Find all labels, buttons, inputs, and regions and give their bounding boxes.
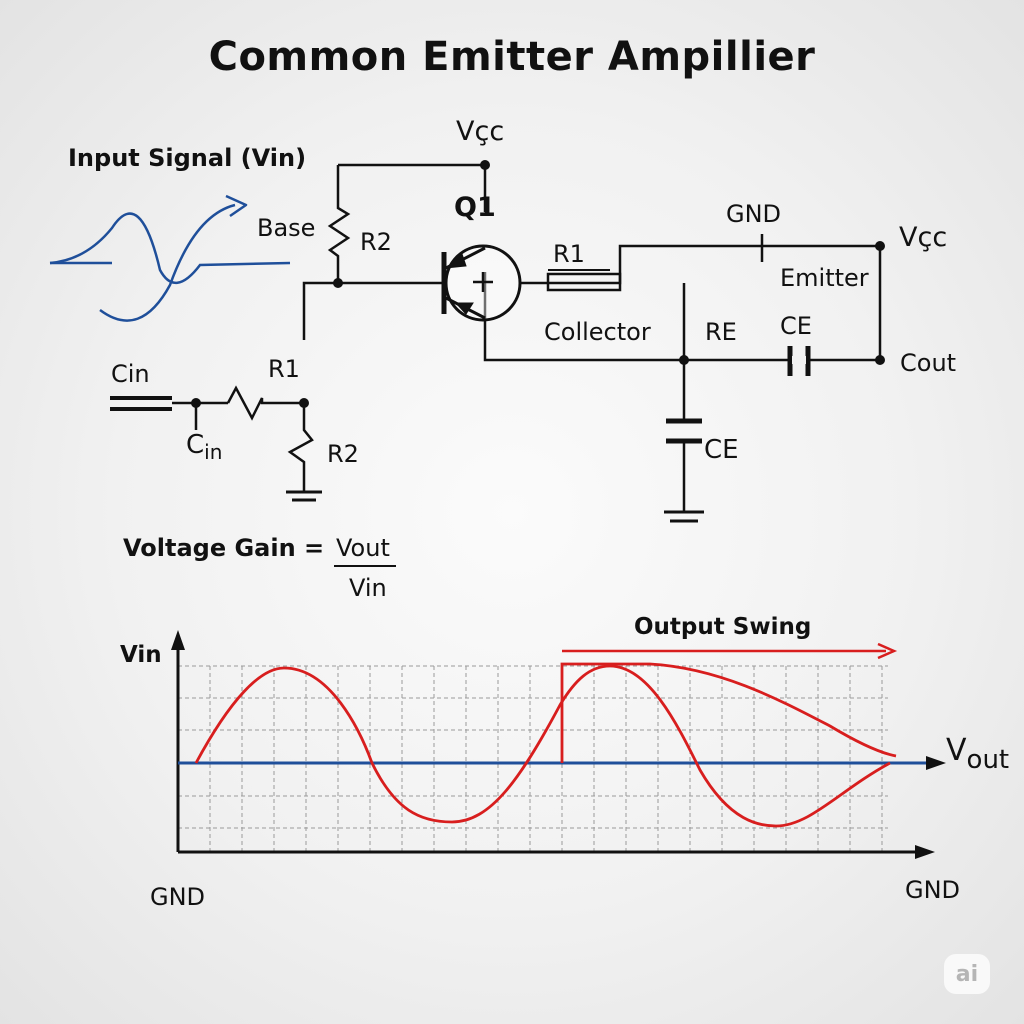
graph-x-label: Vout: [946, 733, 1010, 775]
ce-output-gap: [792, 356, 806, 364]
input-signal-wave-1: [49, 212, 291, 284]
graph-grid: [178, 665, 888, 852]
r2-top-label: R2: [360, 228, 392, 256]
r2-left-label: R2: [327, 440, 359, 468]
graph-gnd-left: GND: [150, 883, 206, 911]
output-swing-label: Output Swing: [634, 614, 812, 640]
base-label: Base: [257, 214, 316, 242]
y-axis-arrow-icon: [171, 630, 185, 650]
watermark-badge: ai: [944, 954, 990, 994]
ce-bottom-label: CE: [704, 435, 739, 465]
q1-label: Q1: [454, 192, 496, 223]
gain-denominator: Vin: [349, 574, 387, 602]
gnd-top-label: GND: [726, 200, 782, 228]
cin-sub-label: Cin: [186, 432, 222, 462]
r2-top-resistor: [327, 165, 351, 283]
cin-left-label: Cin: [111, 360, 150, 388]
transistor-q1: [441, 244, 522, 322]
r1-left-label: R1: [268, 355, 300, 383]
plus-icon: [473, 272, 493, 292]
input-signal-label: Input Signal (Vin): [68, 144, 307, 172]
cin-sub-subscript: in: [204, 440, 223, 464]
bias-network: [302, 163, 882, 512]
output-swing-arrow-icon: [877, 642, 898, 660]
red-envelope: [560, 662, 897, 763]
r1-left-resistor: [226, 385, 304, 421]
input-network: [110, 385, 322, 502]
red-signal-wave: [194, 664, 891, 828]
collector-label: Collector: [544, 318, 651, 346]
transistor-arrow-icon: [444, 253, 467, 269]
input-signal-arrow-icon: [225, 194, 248, 218]
base-wire: [302, 281, 444, 340]
r2-left-resistor: [287, 403, 314, 492]
graph-gnd-right: GND: [905, 876, 961, 904]
ground-icon: [664, 510, 704, 523]
output-graph: [171, 630, 946, 859]
r1-resistor: [546, 272, 622, 292]
x-axis-arrow-icon: [915, 845, 935, 859]
voltage-gain-label: Voltage Gain =: [123, 534, 325, 562]
vout-arrow-icon: [926, 756, 946, 770]
cout-label: Cout: [900, 349, 957, 377]
vcc-top-label: Vçc: [456, 116, 505, 147]
ce-output-capacitor: [787, 346, 811, 376]
emitter-label: Emitter: [780, 264, 869, 292]
gain-numerator: Vout: [336, 534, 390, 562]
ce-right-label: CE: [780, 312, 812, 340]
graph-x-main: V: [946, 733, 967, 768]
collector-lead: [483, 272, 880, 362]
input-signal-sketch: [49, 194, 291, 322]
emitter-wire: [521, 244, 882, 360]
r1-top-label: R1: [553, 240, 585, 268]
vcc-right-label: Vçc: [899, 222, 948, 253]
ce-bypass-capacitor: [666, 418, 702, 444]
graph-x-subscript: out: [966, 745, 1010, 775]
re-label: RE: [705, 318, 737, 346]
graph-y-label: Vin: [120, 642, 162, 668]
junction-dots: [191, 160, 885, 408]
cin-sub-main: C: [186, 430, 205, 460]
input-signal-wave-2: [99, 203, 236, 322]
page-title: Common Emitter Ampillier: [208, 34, 816, 80]
transistor-arrow-icon-2: [454, 302, 474, 315]
